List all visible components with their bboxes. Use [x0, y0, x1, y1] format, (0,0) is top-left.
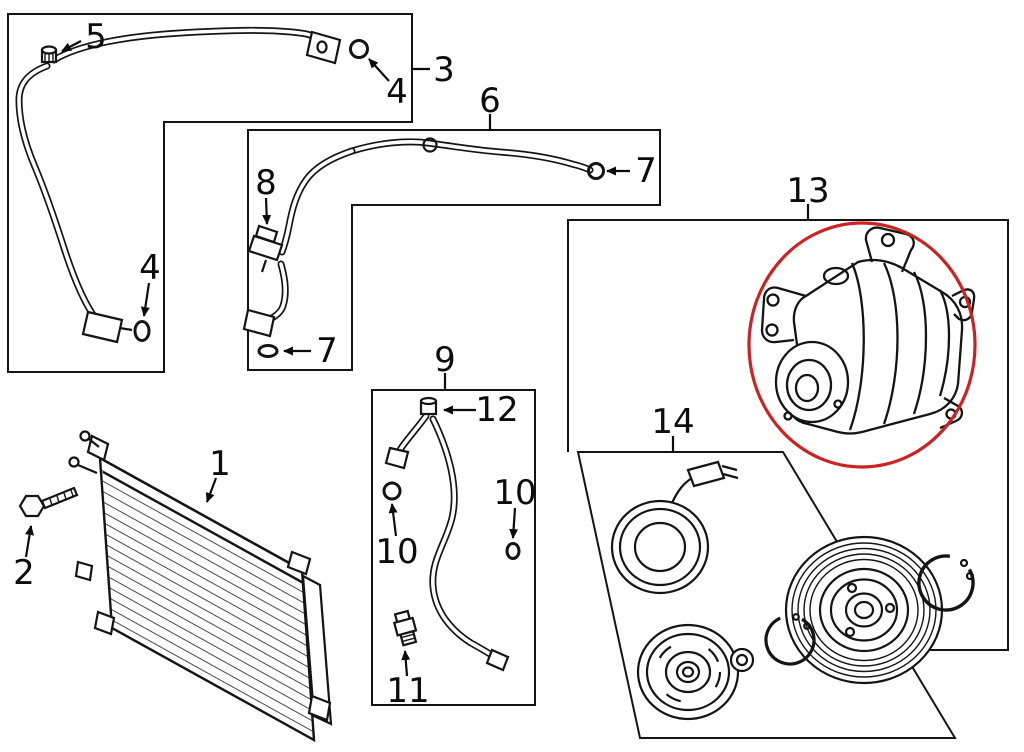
- o-ring-4-bottom: [133, 320, 151, 342]
- callout-13-label[interactable]: 13: [786, 171, 829, 211]
- callout-6[interactable]: 6: [479, 81, 501, 130]
- callout-9[interactable]: 9: [434, 340, 456, 389]
- callout-3[interactable]: 3: [412, 50, 455, 90]
- compressor-illustration: [760, 226, 976, 435]
- callout-1[interactable]: 1: [205, 444, 231, 503]
- hose-end-fitting: [485, 648, 510, 672]
- receiver-drier: [301, 574, 333, 726]
- snap-ring-large: [917, 554, 975, 612]
- part-box-3: [7, 13, 413, 373]
- callout-5-label[interactable]: 5: [85, 17, 107, 57]
- callout-8[interactable]: 8: [255, 163, 277, 225]
- callout-10-right[interactable]: 10: [493, 473, 537, 539]
- charge-valve-8: [247, 224, 284, 273]
- callout-8-label[interactable]: 8: [255, 163, 277, 203]
- part-box-6: [247, 129, 661, 371]
- callout-3-label[interactable]: 3: [433, 50, 455, 90]
- callout-5[interactable]: 5: [61, 17, 107, 57]
- callout-4-bottom-label[interactable]: 4: [139, 248, 161, 288]
- service-cap-5: [40, 45, 58, 64]
- callout-14[interactable]: 14: [651, 402, 695, 451]
- snap-ring-small: [764, 613, 816, 666]
- part-box-9: [371, 389, 536, 706]
- line-block-fitting-2: [242, 308, 276, 338]
- callout-4-top[interactable]: 4: [368, 58, 408, 112]
- grommet-12: [419, 396, 438, 416]
- highlight-circle[interactable]: [747, 221, 977, 469]
- callout-9-label[interactable]: 9: [434, 340, 456, 380]
- callout-2-label[interactable]: 2: [13, 553, 35, 593]
- ac-line-assembly-6: [242, 137, 605, 358]
- callout-13[interactable]: 13: [786, 171, 830, 219]
- callout-10-left-label[interactable]: 10: [375, 532, 418, 572]
- callout-12[interactable]: 12: [443, 390, 519, 430]
- callout-1-label[interactable]: 1: [209, 444, 231, 484]
- service-valve-11: [392, 609, 418, 647]
- callout-11[interactable]: 11: [386, 650, 430, 711]
- line-block-fitting: [81, 310, 133, 344]
- callout-7-bottom[interactable]: 7: [283, 331, 338, 371]
- callouts-layer: 5 3 4 4 6 7 8 7: [13, 17, 829, 711]
- condenser-illustration: [68, 430, 333, 743]
- clutch-plate-illustration: [636, 623, 740, 721]
- ac-line-assembly-3: [15, 26, 369, 344]
- callout-10-left[interactable]: 10: [375, 503, 419, 572]
- callout-4-bottom[interactable]: 4: [139, 248, 161, 317]
- o-ring-4-top: [349, 39, 369, 59]
- callout-11-label[interactable]: 11: [386, 671, 429, 711]
- callout-7-bottom-label[interactable]: 7: [316, 331, 338, 371]
- callout-4-top-label[interactable]: 4: [386, 72, 408, 112]
- part-box-13: [567, 219, 1009, 651]
- bolt-illustration: [18, 486, 79, 518]
- part-box-14: [576, 451, 957, 739]
- callout-2[interactable]: 2: [13, 525, 35, 593]
- o-ring-10-left: [382, 481, 402, 501]
- coil-connector: [686, 460, 726, 488]
- clutch-coil-illustration: [610, 460, 739, 595]
- callout-10-right-label[interactable]: 10: [493, 473, 536, 513]
- o-ring-10-right: [505, 542, 521, 560]
- shim-washer: [729, 647, 755, 673]
- hose-clip: [422, 137, 438, 153]
- line-flange-fitting: [305, 30, 342, 65]
- callout-14-label[interactable]: 14: [651, 402, 694, 442]
- callout-7-right[interactable]: 7: [606, 151, 657, 191]
- o-ring-7-bottom: [257, 344, 279, 358]
- hose-fitting: [384, 446, 410, 470]
- ac-hose-assembly-9: [382, 396, 521, 672]
- callout-12-label[interactable]: 12: [475, 390, 518, 430]
- callout-6-label[interactable]: 6: [479, 81, 501, 121]
- callout-7-right-label[interactable]: 7: [635, 151, 657, 191]
- part-group-boxes: [7, 13, 1009, 739]
- o-ring-7-right: [587, 162, 605, 180]
- pulley-illustration: [784, 535, 944, 685]
